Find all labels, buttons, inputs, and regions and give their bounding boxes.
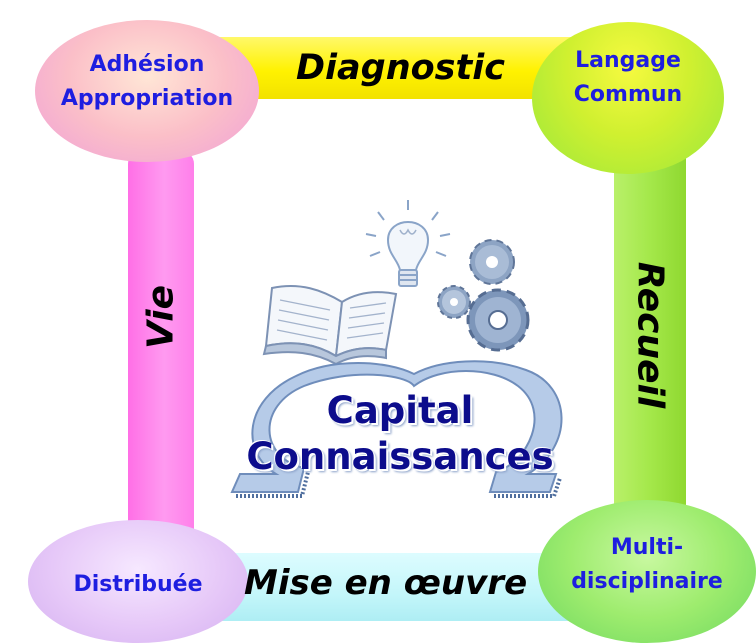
corner-label-top-left-line1: Adhésion: [89, 52, 205, 77]
corner-label-top-right-line2: Commun: [573, 82, 683, 107]
corner-label-bottom-left: Distribuée: [28, 568, 248, 602]
gears-icon: [437, 239, 530, 352]
corner-label-top-right: Langage Commun: [532, 44, 724, 112]
side-label-right: Recueil: [629, 261, 671, 409]
left-bar: [128, 150, 194, 550]
side-label-bottom: Mise en œuvre: [244, 563, 528, 603]
open-book-icon: [262, 284, 398, 366]
corner-label-top-left: Adhésion Appropriation: [35, 48, 259, 116]
center-title-line1: Capital: [326, 389, 474, 432]
corner-label-bottom-right: Multi- disciplinaire: [538, 531, 756, 599]
side-label-left: Vie: [140, 285, 182, 349]
center-artwork: [230, 200, 563, 498]
lightbulb-icon: [365, 200, 451, 287]
corner-ellipse-bottom-right: [538, 500, 756, 643]
corner-ellipse-top-right: [532, 22, 724, 174]
corner-label-bottom-right-line2: disciplinaire: [571, 569, 723, 594]
corner-ellipse-top-left: [35, 20, 259, 162]
side-label-top: Diagnostic: [296, 48, 505, 88]
corner-label-top-right-line1: Langage: [575, 48, 681, 73]
corner-label-bottom-right-line1: Multi-: [610, 535, 684, 560]
corner-label-bottom-left-line1: Distribuée: [73, 572, 203, 597]
corner-ellipse-bottom-left: [28, 520, 248, 643]
corner-label-top-left-line2: Appropriation: [60, 86, 234, 111]
omega-icon: [230, 360, 563, 498]
center-title: Capital Connaissances: [230, 388, 570, 480]
right-bar: [614, 118, 686, 518]
center-title-line2: Connaissances: [246, 435, 554, 478]
